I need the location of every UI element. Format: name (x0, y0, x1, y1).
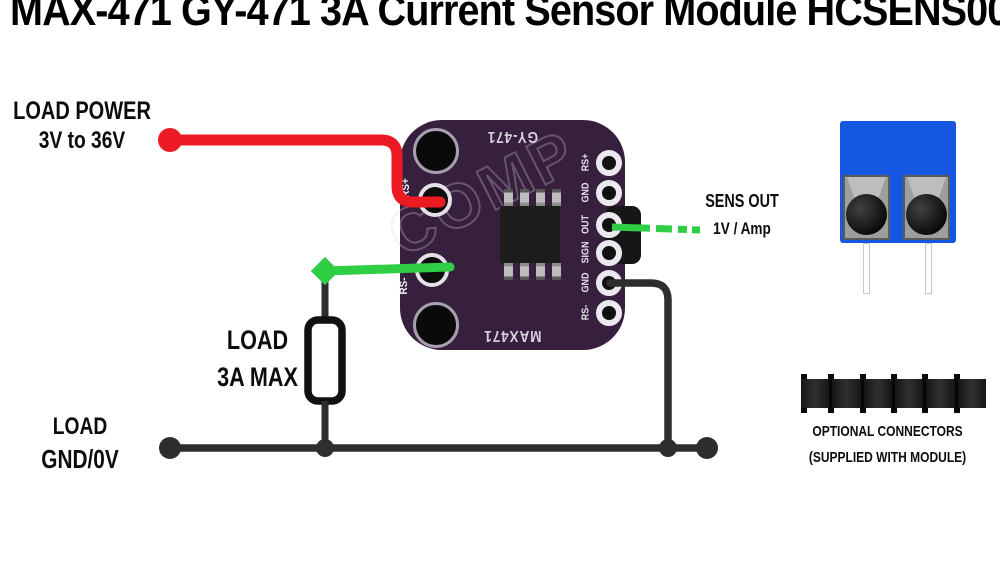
sens-out-line2: 1V / Amp (713, 218, 771, 238)
load-gnd-label: LOAD GND/0V (28, 414, 132, 473)
ic-pin (552, 189, 561, 206)
load-power-line1: LOAD POWER (13, 97, 151, 125)
terminal-funnel (907, 177, 946, 199)
page-title: MAX-471 GY-471 3A Current Sensor Module … (10, 0, 1000, 35)
ground-dot-left (159, 437, 181, 459)
ic-pin (536, 263, 545, 280)
terminal-screw (846, 194, 887, 235)
pin-hole-rs-plus (596, 150, 622, 176)
optional-line2: (SUPPLIED WITH MODULE) (808, 448, 967, 466)
header-pin (801, 374, 830, 413)
ic-pin (552, 263, 561, 280)
load-line1: LOAD (226, 325, 289, 355)
ic-pin (520, 189, 529, 206)
max471-ic-chip (500, 206, 560, 263)
screw-terminal-block (840, 121, 956, 243)
power-wire (164, 134, 446, 208)
pin-hole-rs-minus (596, 300, 622, 326)
header-pin (922, 374, 955, 413)
terminal-leg (925, 243, 932, 294)
gnd-line2: GND/0V (41, 444, 119, 475)
ground-wire-riser (606, 279, 672, 452)
load-power-label: LOAD POWER 3V to 36V (10, 97, 154, 155)
ground-dot-right (696, 437, 718, 459)
gnd-line1: LOAD (52, 413, 108, 440)
mounting-hole-top (413, 128, 459, 174)
header-pin (890, 374, 924, 413)
ic-pin (504, 263, 513, 280)
load-resistor (304, 316, 346, 405)
optional-connectors-label: OPTIONAL CONNECTORS (SUPPLIED WITH MODUL… (798, 424, 978, 466)
header-pin (953, 374, 986, 413)
ic-pin (536, 189, 545, 206)
header-pin (859, 374, 892, 413)
ic-pin (504, 189, 513, 206)
terminal-funnel (847, 177, 886, 199)
header-pin (828, 374, 861, 413)
load-line2: 3A MAX (217, 362, 298, 393)
mounting-hole-bottom (413, 302, 459, 348)
load-power-line2: 3V to 36V (38, 127, 126, 155)
pin-hole-gnd-top (596, 180, 622, 206)
terminal-recess (903, 175, 950, 240)
sens-out-line1: SENS OUT (705, 191, 779, 211)
ground-junction-dot2 (659, 439, 677, 457)
optional-line1: OPTIONAL CONNECTORS (812, 423, 963, 440)
sense-out-wire (611, 223, 701, 234)
sens-out-label: SENS OUT 1V / Amp (702, 192, 782, 238)
sensor-module-board: COMP GY-471 MAX471 RS+ RS- RS+ GND OUT S… (376, 116, 641, 350)
power-dot (158, 128, 182, 152)
sense-dot (310, 256, 340, 286)
load-3a-label: LOAD 3A MAX (208, 326, 308, 392)
sense-wire-left (320, 262, 455, 276)
ic-pin (520, 263, 529, 280)
terminal-leg (863, 243, 870, 294)
terminal-screw (906, 194, 947, 235)
terminal-recess (843, 175, 890, 240)
pin-header-strip (801, 374, 986, 413)
pin-hole-sign (596, 240, 622, 266)
